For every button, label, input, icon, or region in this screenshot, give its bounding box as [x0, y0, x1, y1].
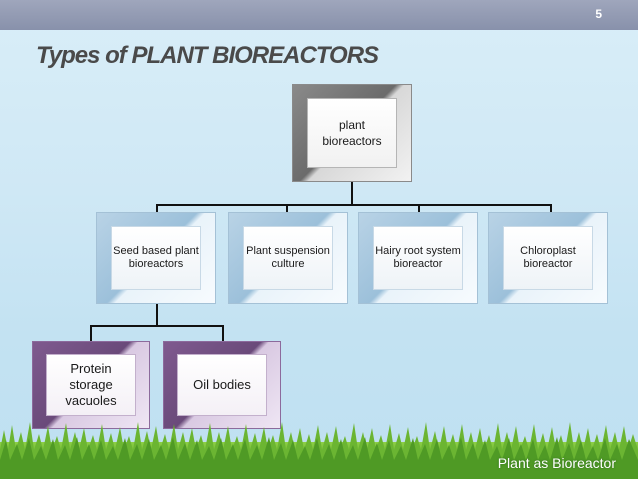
- connector-level1-bar: [156, 204, 552, 206]
- node-oil-bodies-label: Oil bodies: [177, 354, 267, 416]
- grass-decoration: [0, 422, 638, 479]
- node-plant-suspension-label: Plant suspension culture: [243, 226, 333, 290]
- node-seed-based: Seed based plant bioreactors: [96, 212, 216, 304]
- node-hairy-root-label: Hairy root system bioreactor: [373, 226, 463, 290]
- connector-level2-bar: [90, 325, 224, 327]
- node-plant-suspension: Plant suspension culture: [228, 212, 348, 304]
- slide-header-bar: 5: [0, 0, 638, 30]
- root-node-label: plant bioreactors: [307, 98, 397, 168]
- node-seed-based-label: Seed based plant bioreactors: [111, 226, 201, 290]
- slide-footer: Plant as Bioreactor: [497, 455, 616, 471]
- connector-level2-drop-2: [222, 325, 224, 341]
- connector-root-down: [351, 182, 353, 205]
- connector-level1-drop-3: [418, 204, 420, 212]
- node-oil-bodies: Oil bodies: [163, 341, 281, 429]
- root-node-box: plant bioreactors: [292, 84, 412, 182]
- connector-level1-drop-2: [286, 204, 288, 212]
- connector-level1-drop-4: [550, 204, 552, 212]
- slide-title: Types of PLANT BIOREACTORS: [36, 42, 379, 69]
- node-hairy-root: Hairy root system bioreactor: [358, 212, 478, 304]
- connector-seed-down: [156, 304, 158, 326]
- connector-level2-drop-1: [90, 325, 92, 341]
- slide-number: 5: [595, 7, 602, 21]
- node-chloroplast-label: Chloroplast bioreactor: [503, 226, 593, 290]
- node-protein-storage-label: Protein storage vacuoles: [46, 354, 136, 416]
- node-chloroplast: Chloroplast bioreactor: [488, 212, 608, 304]
- connector-level1-drop-1: [156, 204, 158, 212]
- node-protein-storage: Protein storage vacuoles: [32, 341, 150, 429]
